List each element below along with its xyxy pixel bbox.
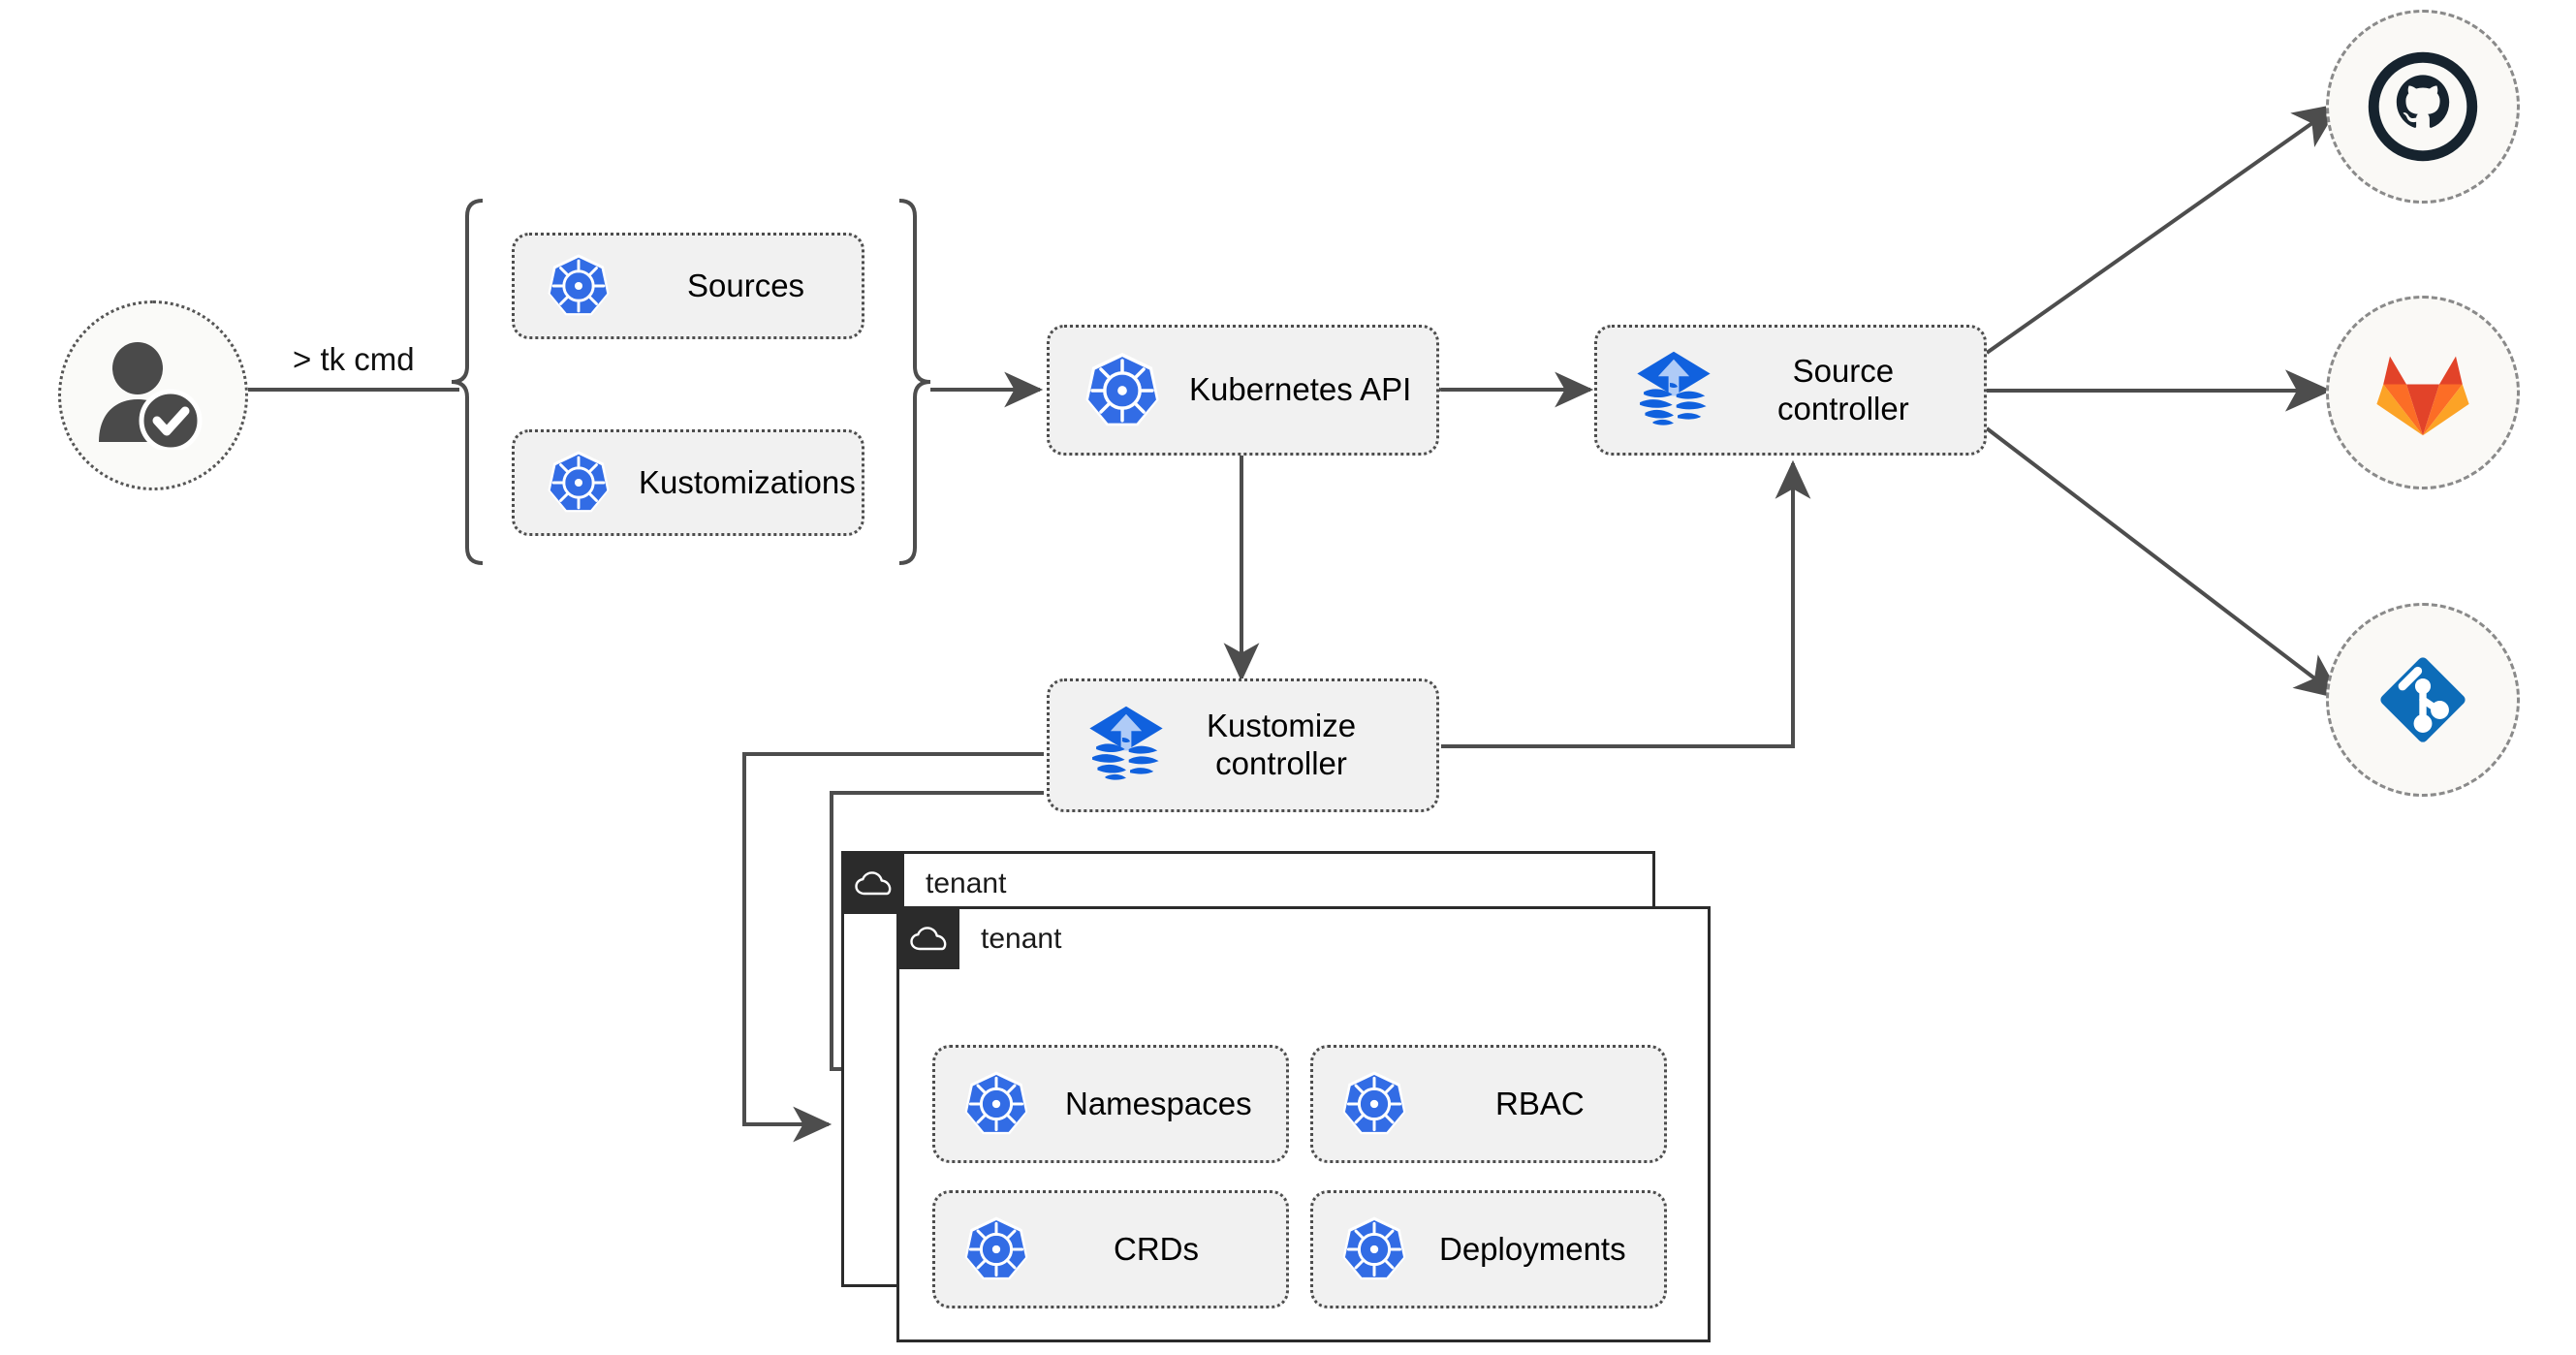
- node-rbac[interactable]: RBAC: [1310, 1045, 1667, 1163]
- node-label: Namespaces: [1065, 1085, 1252, 1121]
- cloud-icon: [899, 909, 959, 969]
- tenant-cluster-2[interactable]: tenant Namespaces: [896, 906, 1711, 1342]
- kubernetes-icon: [1085, 352, 1159, 425]
- node-label: CRDs: [1114, 1230, 1199, 1267]
- cloud-glyph: [910, 927, 947, 951]
- kubernetes-icon: [1342, 1071, 1406, 1135]
- kubernetes-icon: [548, 254, 610, 316]
- flux-icon: [1637, 351, 1711, 425]
- node-label: Kubernetes API: [1189, 371, 1412, 408]
- node-label: Kustomizations: [639, 463, 856, 500]
- node-label: Sources: [687, 267, 805, 303]
- command-label: > tk cmd: [293, 341, 415, 377]
- edge-source-to-git: [1985, 426, 2342, 700]
- tenant-header: tenant: [844, 854, 1006, 914]
- actor-operator: [58, 300, 248, 490]
- cloud-icon: [844, 854, 904, 914]
- node-label: RBAC: [1495, 1085, 1585, 1121]
- node-kustomizations[interactable]: Kustomizations: [512, 429, 864, 536]
- kubernetes-icon: [1342, 1216, 1406, 1280]
- git-icon: [2380, 657, 2466, 742]
- tenant-header: tenant: [899, 909, 1061, 969]
- github-icon: [2368, 51, 2478, 162]
- node-label: Deployments: [1439, 1230, 1626, 1267]
- node-kubernetes-api[interactable]: Kubernetes API: [1047, 325, 1439, 456]
- brace-right: [898, 199, 931, 565]
- node-crds[interactable]: CRDs: [932, 1190, 1289, 1308]
- tenant-label: tenant: [981, 923, 1062, 955]
- provider-github[interactable]: [2326, 10, 2520, 204]
- node-kustomize-controller[interactable]: Kustomize controller: [1047, 678, 1439, 812]
- provider-git[interactable]: [2326, 603, 2520, 797]
- node-namespaces[interactable]: Namespaces: [932, 1045, 1289, 1163]
- kubernetes-icon: [964, 1071, 1028, 1135]
- node-sources[interactable]: Sources: [512, 233, 864, 339]
- tenant-label: tenant: [926, 867, 1007, 899]
- edge-kustomize-to-source: [1441, 459, 1811, 748]
- node-label: Source controller: [1777, 352, 1909, 426]
- kubernetes-icon: [964, 1216, 1028, 1280]
- cloud-glyph: [855, 871, 892, 896]
- user-verified-icon: [99, 342, 203, 450]
- node-source-controller[interactable]: Source controller: [1594, 325, 1987, 456]
- brace-left: [451, 199, 484, 565]
- flux-icon: [1089, 706, 1163, 780]
- kubernetes-icon: [548, 451, 610, 513]
- node-label: Kustomize controller: [1207, 708, 1357, 781]
- provider-gitlab[interactable]: [2326, 296, 2520, 489]
- edge-source-to-github: [1985, 103, 2340, 355]
- gitlab-icon: [2376, 356, 2469, 436]
- node-deployments[interactable]: Deployments: [1310, 1190, 1667, 1308]
